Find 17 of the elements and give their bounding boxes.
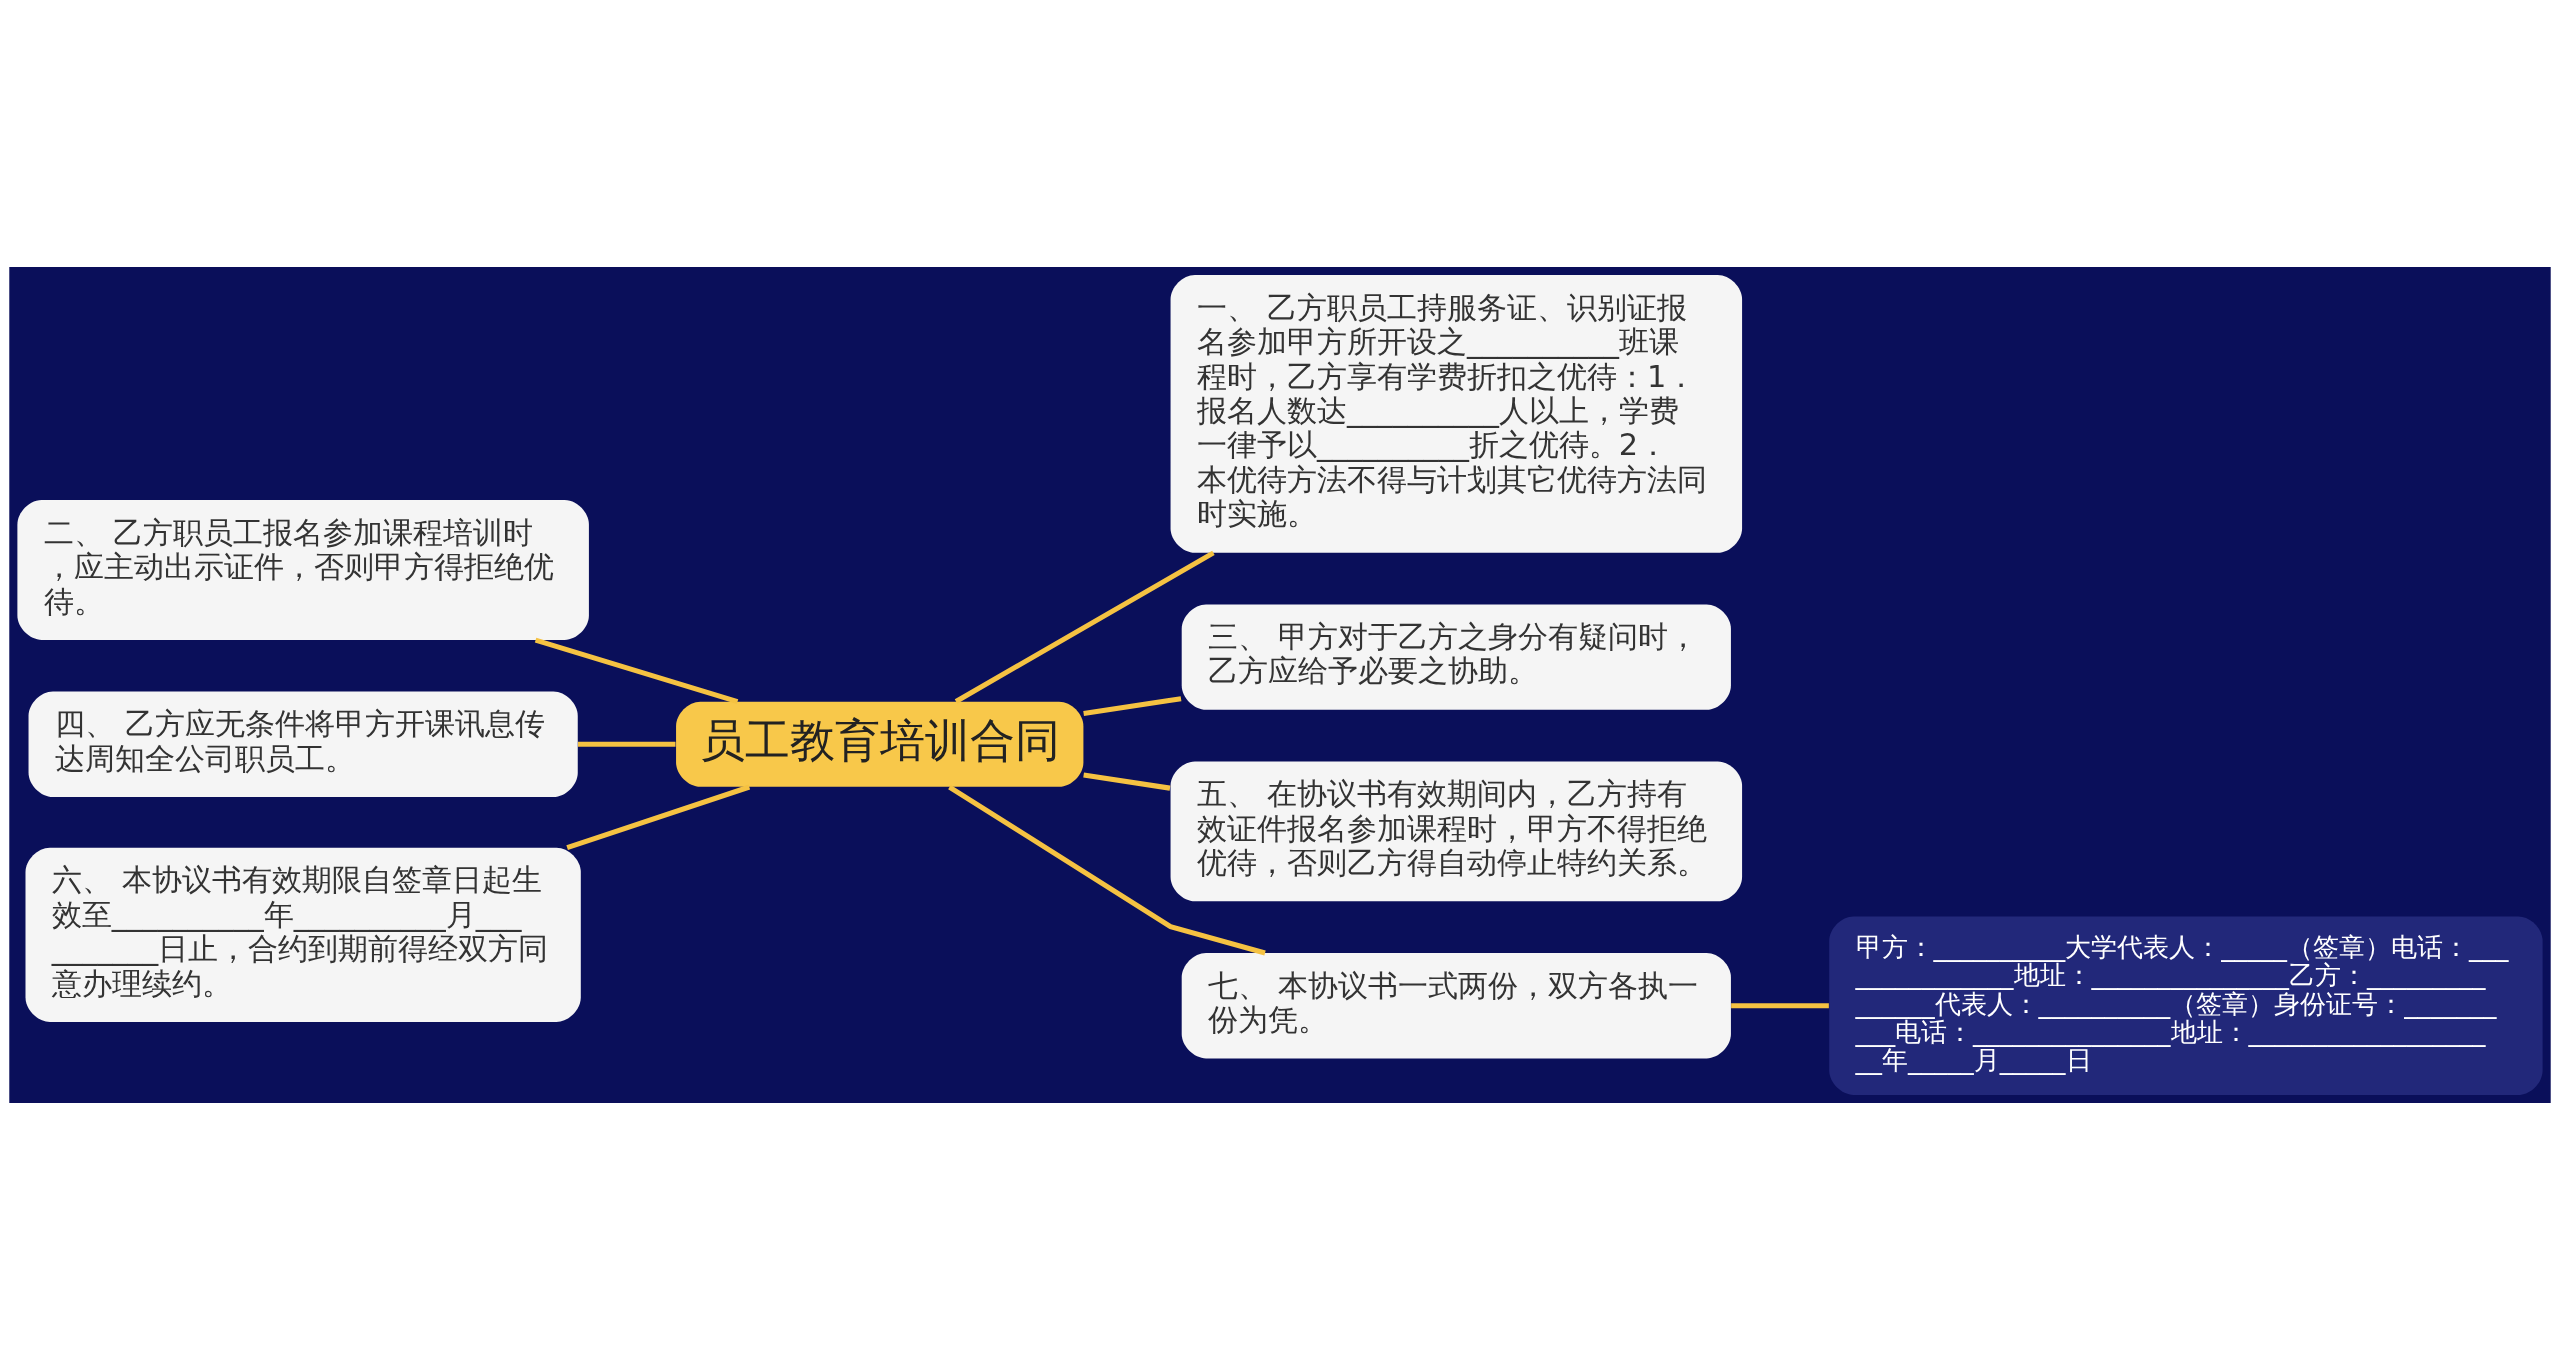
node-box: 二、 乙方职员工报名参加课程培训时，应主动出示证件，否则甲方得拒绝优待。 [17, 500, 589, 640]
node-box: 四、 乙方应无条件将甲方开课讯息传达周知全公司职员工。 [28, 691, 578, 797]
connector [578, 741, 676, 747]
node-box: 一、 乙方职员工持服务证、识别证报名参加甲方所开设之__________班课程时，乙方享有学费折扣之优待：1．报名人数达__________人以上，学费一律予以__________折之优待。2．本优待方法不得与计划其它优待方法同时实施。 [1170, 275, 1743, 553]
connector [566, 784, 751, 851]
node-box: 甲方：__________大学代表人：_____（签章）电话：_______________地址：_______________乙方：_______________代表人：__________（签章）身份证号：__________电话：_______________地址：____________________年_____月_____日 [1829, 916, 2543, 1095]
node-box: 五、 在协议书有效期间内，乙方持有效证件报名参加课程时，甲方不得拒绝优待，否则乙方得自动停止特约关系。 [1170, 761, 1743, 902]
node-box: 六、 本协议书有效期限自签章日起生效至__________年__________月__________日止，合约到期前得经双方同意办理续约。 [25, 847, 581, 1022]
connector [1083, 696, 1182, 717]
connector [948, 784, 1266, 956]
node-box: 三、 甲方对于乙方之身分有疑问时，乙方应给予必要之协助。 [1181, 604, 1731, 710]
connector [1083, 772, 1171, 791]
connector [954, 550, 1215, 704]
connector [534, 637, 739, 705]
node-box: 员工教育培训合同 [676, 701, 1084, 787]
connector [1731, 1003, 1829, 1009]
node-box: 七、 本协议书一式两份，双方各执一份为凭。 [1181, 953, 1731, 1059]
